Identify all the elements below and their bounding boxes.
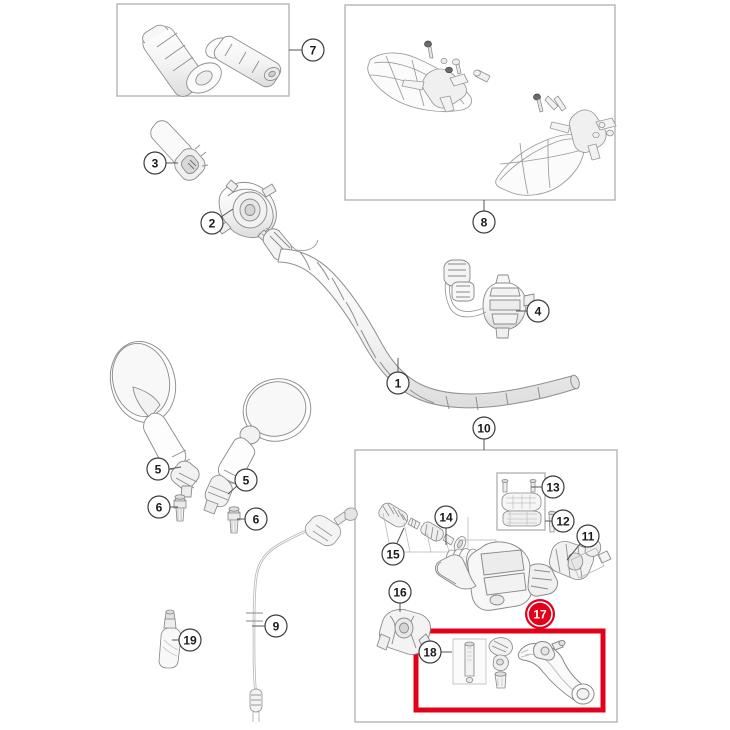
callout-circle (244, 507, 268, 531)
callout-circle (381, 542, 405, 566)
part-clamp-bracket (548, 538, 612, 581)
callout-label: 3 (152, 157, 159, 171)
callout-circle (178, 628, 202, 652)
callout-label: 8 (481, 216, 488, 230)
callout-label: 15 (386, 548, 400, 562)
callout-circle (264, 614, 288, 638)
callout-7[interactable]: 7 (301, 38, 325, 62)
callout-8[interactable]: 8 (472, 210, 496, 234)
callout-label: 13 (546, 481, 560, 495)
part-indicator-set (367, 40, 617, 196)
callout-circle (234, 468, 258, 492)
callout-1[interactable]: 1 (386, 371, 410, 395)
part-bar-end (150, 120, 209, 181)
callout-circle (551, 509, 575, 533)
part-switch-unit-right (443, 259, 535, 339)
group-box-layer (116, 3, 618, 723)
callout-14[interactable]: 14 (434, 505, 458, 529)
group-box-13[interactable] (496, 472, 546, 531)
group-box-10[interactable] (354, 449, 618, 723)
callout-12[interactable]: 12 (551, 509, 575, 533)
part-grease-tube (158, 609, 182, 669)
callout-circle (472, 416, 496, 440)
part-brake-lever (517, 639, 595, 705)
callout-label: 16 (393, 586, 407, 600)
callout-13[interactable]: 13 (541, 475, 565, 499)
callout-circle (434, 505, 458, 529)
callout-18[interactable]: 18 (418, 640, 442, 664)
callout-3[interactable]: 3 (143, 151, 167, 175)
callout-11[interactable]: 11 (576, 524, 600, 548)
part-handlebar (277, 248, 580, 411)
callout-circle (200, 211, 224, 235)
part-brake-master-body (435, 541, 559, 611)
callout-label: 11 (582, 530, 595, 544)
callout-6[interactable]: 6 (244, 507, 268, 531)
part-mirror-right (203, 378, 312, 515)
callout-5[interactable]: 5 (146, 457, 170, 481)
part-clutch-cable (246, 507, 358, 722)
callout-10[interactable]: 10 (472, 416, 496, 440)
part-mirror-nut-right (227, 506, 241, 534)
callout-circle (386, 371, 410, 395)
callout-label: 5 (243, 474, 250, 488)
callout-2[interactable]: 2 (200, 211, 224, 235)
callout-9[interactable]: 9 (264, 614, 288, 638)
callout-label: 14 (439, 511, 453, 525)
part-mirror-nut-left (173, 494, 187, 522)
callout-label: 2 (209, 217, 216, 231)
callout-circle (527, 601, 553, 627)
group-box-17[interactable] (413, 628, 606, 713)
callout-17-highlighted[interactable]: 17 (525, 599, 555, 629)
callout-circle (301, 38, 325, 62)
callout-circle (472, 210, 496, 234)
callout-circle (388, 580, 412, 604)
callout-circle (146, 457, 170, 481)
callout-circle (418, 640, 442, 664)
callout-label: 7 (310, 44, 317, 58)
part-lever-small-hardware (488, 637, 513, 689)
callout-label: 6 (156, 501, 163, 515)
callout-leader-15 (396, 527, 405, 544)
callout-circle (143, 151, 167, 175)
callout-circle (526, 299, 550, 323)
group-box-8[interactable] (344, 4, 616, 201)
part-mirror-left (109, 341, 200, 498)
part-throttle-housing (217, 179, 319, 261)
callout-label: 5 (155, 463, 162, 477)
callout-label: 10 (477, 422, 491, 436)
callout-label: 1 (395, 377, 402, 391)
callout-label: 18 (423, 646, 437, 660)
part-grip-pair (142, 24, 282, 97)
callout-15[interactable]: 15 (381, 542, 405, 566)
part-lever-screw (452, 638, 487, 685)
callout-label: 6 (253, 513, 260, 527)
callout-leader-11 (566, 543, 581, 561)
callout-circle (541, 475, 565, 499)
callout-19[interactable]: 19 (178, 628, 202, 652)
callout-leader-5 (227, 485, 238, 495)
callout-label: 19 (183, 634, 197, 648)
callout-16[interactable]: 16 (388, 580, 412, 604)
part-cover-kit (501, 478, 542, 527)
callout-label: 12 (556, 515, 570, 529)
callout-label: 4 (535, 305, 542, 319)
callout-label: 17 (533, 608, 547, 622)
callout-leader-5 (168, 466, 182, 470)
callout-label: 9 (273, 620, 280, 634)
callout-leader-2 (220, 208, 234, 218)
callout-6[interactable]: 6 (147, 495, 171, 519)
callout-circle (576, 524, 600, 548)
callout-5[interactable]: 5 (234, 468, 258, 492)
callout-circle (147, 495, 171, 519)
callout-4[interactable]: 4 (526, 299, 550, 323)
